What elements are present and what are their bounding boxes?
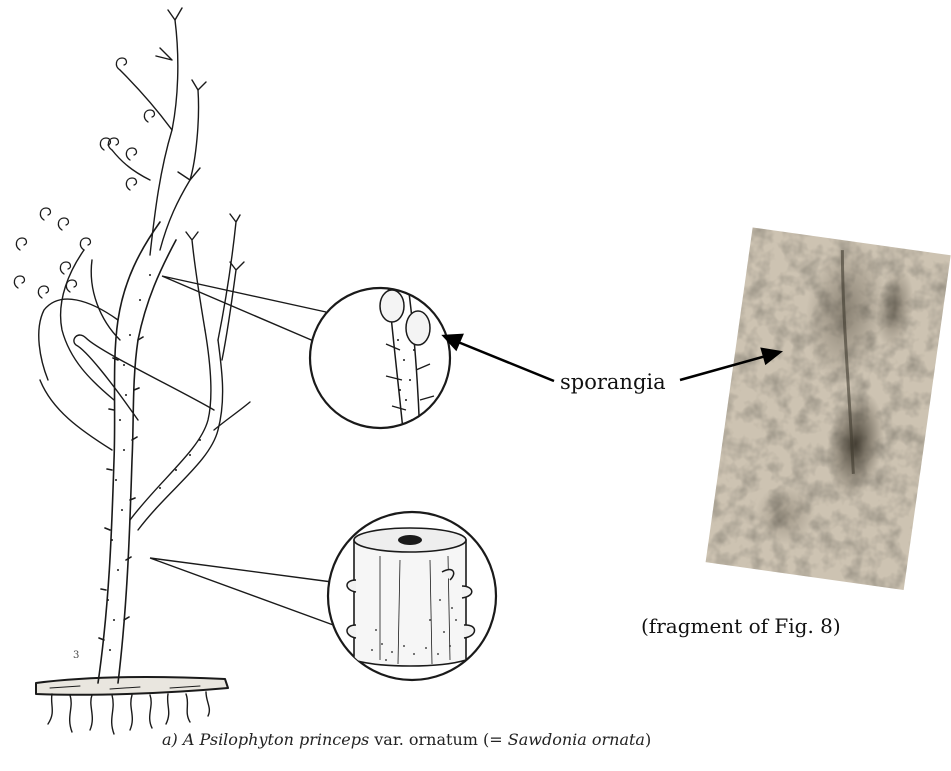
fragment-note: (fragment of Fig. 8) bbox=[641, 614, 841, 638]
caption-prefix: a) A bbox=[162, 730, 200, 749]
circinate-tips bbox=[14, 58, 154, 298]
sporangia-label: sporangia bbox=[560, 370, 666, 394]
figure-caption: a) A Psilophyton princeps var. ornatum (… bbox=[162, 730, 651, 749]
callout-lower bbox=[150, 512, 496, 680]
caption-suffix: ) bbox=[645, 730, 651, 749]
caption-middle: var. ornatum (= bbox=[369, 730, 508, 749]
callout-upper bbox=[162, 276, 450, 440]
upper-branches bbox=[39, 8, 206, 450]
callout-upper-wedge bbox=[162, 276, 326, 342]
plant-drawing bbox=[14, 8, 250, 734]
fossil-photo bbox=[706, 227, 951, 590]
main-stem bbox=[98, 222, 176, 683]
caption-synonym: Sawdonia ornata bbox=[508, 730, 645, 749]
arrow-to-drawing bbox=[444, 335, 554, 381]
rhizome bbox=[36, 677, 228, 734]
callout-lower-wedge bbox=[150, 558, 336, 626]
zoom-lower-detail bbox=[347, 528, 475, 666]
figure-number: 3 bbox=[73, 650, 79, 661]
caption-species: Psilophyton princeps bbox=[200, 730, 370, 749]
right-branch bbox=[130, 214, 250, 530]
stem-stipple bbox=[107, 274, 201, 651]
looping-branch bbox=[74, 335, 214, 420]
